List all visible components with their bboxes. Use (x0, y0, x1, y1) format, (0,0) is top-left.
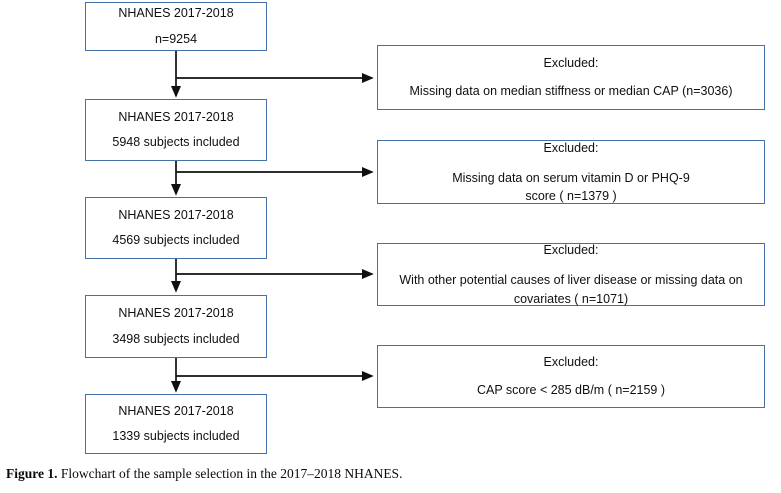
excluded-4-line2: CAP score < 285 dB/m ( n=2159 ) (476, 382, 666, 397)
excluded-4-line1: Excluded: (543, 355, 599, 370)
excluded-1-line1: Excluded: (543, 56, 599, 71)
excluded-3-line1: Excluded: (543, 243, 599, 258)
excluded-3: Excluded: With other potential causes of… (377, 243, 765, 306)
excluded-2-line2: Missing data on serum vitamin D or PHQ-9… (452, 170, 690, 204)
connector-branch-2 (170, 160, 374, 196)
figure-caption: Figure 1. Flowchart of the sample select… (6, 466, 776, 482)
node-baseline: NHANES 2017-2018 n=9254 (85, 2, 267, 51)
node-baseline-line2: n=9254 (154, 31, 198, 46)
node-3498: NHANES 2017-2018 3498 subjects included (85, 295, 267, 358)
excluded-1-line2: Missing data on median stiffness or medi… (409, 83, 733, 98)
node-1339-line2: 1339 subjects included (112, 429, 240, 443)
node-4569-line2: 4569 subjects included (112, 233, 240, 247)
node-3498-line2: 3498 subjects included (112, 331, 240, 346)
connector-branch-4 (170, 358, 374, 393)
flowchart-canvas: NHANES 2017-2018 n=9254 NHANES 2017-2018… (85, 2, 765, 454)
figure-caption-text: Flowchart of the sample selection in the… (57, 466, 403, 481)
excluded-2-line1: Excluded: (543, 140, 599, 155)
node-baseline-line1: NHANES 2017-2018 (118, 6, 234, 21)
node-5948-line1: NHANES 2017-2018 (118, 109, 234, 124)
node-1339: NHANES 2017-2018 1339 subjects included (85, 394, 267, 454)
node-1339-line1: NHANES 2017-2018 (118, 403, 234, 418)
node-5948: NHANES 2017-2018 5948 subjects included (85, 99, 267, 161)
node-3498-line1: NHANES 2017-2018 (118, 306, 234, 321)
excluded-4: Excluded: CAP score < 285 dB/m ( n=2159 … (377, 345, 765, 408)
excluded-3-line2: With other potential causes of liver dis… (399, 273, 743, 306)
excluded-1: Excluded: Missing data on median stiffne… (377, 45, 765, 110)
connector-branch-3 (170, 258, 374, 293)
node-4569-line1: NHANES 2017-2018 (118, 207, 234, 222)
excluded-2: Excluded: Missing data on serum vitamin … (377, 140, 765, 204)
connector-branch-1 (170, 50, 374, 98)
figure-caption-label: Figure 1. (6, 466, 58, 481)
node-5948-line2: 5948 subjects included (112, 135, 240, 149)
node-4569: NHANES 2017-2018 4569 subjects included (85, 197, 267, 259)
